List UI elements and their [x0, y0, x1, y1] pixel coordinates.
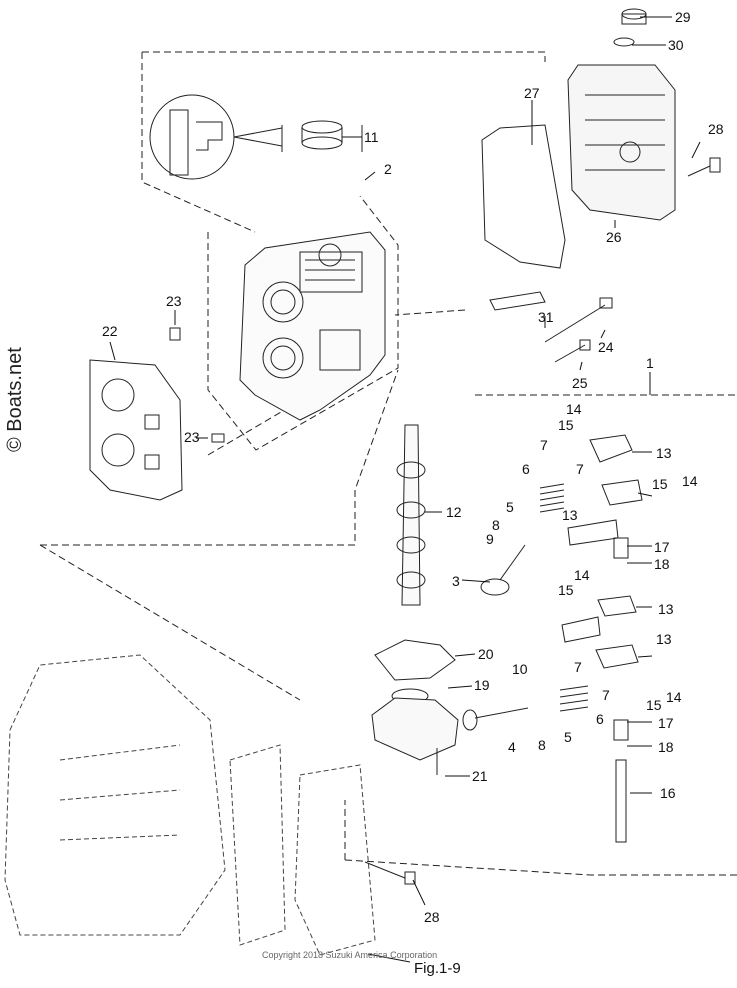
callout-15-d: 15 [646, 697, 662, 713]
callout-5-b: 5 [564, 729, 572, 745]
dowel-pin [170, 328, 224, 442]
callout-20: 20 [478, 646, 494, 662]
callout-13-d: 13 [656, 631, 672, 647]
spark-plug [490, 292, 545, 310]
callout-17-a: 17 [654, 539, 670, 555]
callout-27: 27 [524, 85, 540, 101]
callout-23-top: 23 [166, 293, 182, 309]
valve-spring-upper [540, 484, 564, 512]
callout-14-b: 14 [682, 473, 698, 489]
callout-15-a: 15 [558, 417, 574, 433]
callout-10: 10 [512, 661, 528, 677]
assembly-group-outline [40, 52, 737, 875]
callout-7-a: 7 [540, 437, 548, 453]
callout-26: 26 [606, 229, 622, 245]
push-rod [616, 760, 626, 842]
seal-detail-inset [150, 95, 282, 179]
callout-7-c: 7 [574, 659, 582, 675]
valve-spring-lower [560, 686, 588, 711]
callout-8-a: 8 [492, 517, 500, 533]
callout-17-b: 17 [658, 715, 674, 731]
callout-4: 4 [508, 739, 516, 755]
rocker-arm [590, 435, 642, 668]
callout-9: 9 [486, 531, 494, 547]
figure-reference: Fig.1-9 [414, 960, 461, 977]
callout-23-bottom: 23 [184, 429, 200, 445]
callout-21: 21 [472, 768, 488, 784]
callout-19: 19 [474, 677, 490, 693]
valve-cover [568, 65, 675, 220]
callout-5-a: 5 [506, 499, 514, 515]
callout-29: 29 [675, 9, 691, 25]
callout-13-c: 13 [658, 601, 674, 617]
callout-1: 1 [646, 355, 654, 371]
engine-block [5, 655, 375, 955]
callout-8-b: 8 [538, 737, 546, 753]
callout-16: 16 [660, 785, 676, 801]
callout-7-b: 7 [576, 461, 584, 477]
oil-cap [622, 9, 646, 24]
copyright-text: Copyright 2018 Suzuki America Corporatio… [262, 950, 438, 960]
callout-28-top: 28 [708, 121, 724, 137]
tappet [562, 520, 618, 642]
cylinder-head [240, 232, 385, 420]
side-watermark: © Boats.net [4, 347, 26, 452]
o-ring [614, 38, 634, 46]
callout-31: 31 [538, 309, 554, 325]
callout-6-a: 6 [522, 461, 530, 477]
callout-22: 22 [102, 323, 118, 339]
callout-7-d: 7 [602, 687, 610, 703]
callout-2: 2 [384, 161, 392, 177]
callout-14-c: 14 [574, 567, 590, 583]
callout-12: 12 [446, 504, 462, 520]
callout-24: 24 [598, 339, 614, 355]
head-gasket [90, 360, 182, 500]
callout-14-a: 14 [566, 401, 582, 417]
camshaft [397, 425, 425, 605]
callout-15-b: 15 [652, 476, 668, 492]
callout-30: 30 [668, 37, 684, 53]
callout-28-bottom: 28 [424, 909, 440, 925]
callout-3: 3 [452, 573, 460, 589]
callout-18-b: 18 [658, 739, 674, 755]
intake-valve [481, 545, 525, 595]
callout-14-d: 14 [666, 689, 682, 705]
oil-pump [372, 689, 458, 760]
callout-6-b: 6 [596, 711, 604, 727]
leader-lines [110, 17, 700, 962]
callout-18-a: 18 [654, 556, 670, 572]
callout-13-a: 13 [656, 445, 672, 461]
callout-11: 11 [364, 129, 379, 145]
callout-25: 25 [572, 375, 588, 391]
spring-coil [614, 538, 628, 740]
cover-gasket [482, 125, 565, 268]
callout-15-c: 15 [558, 582, 574, 598]
exhaust-valve [463, 708, 528, 730]
head-bolt [365, 158, 720, 884]
pump-gasket [375, 640, 455, 680]
callout-13-b: 13 [562, 507, 578, 523]
